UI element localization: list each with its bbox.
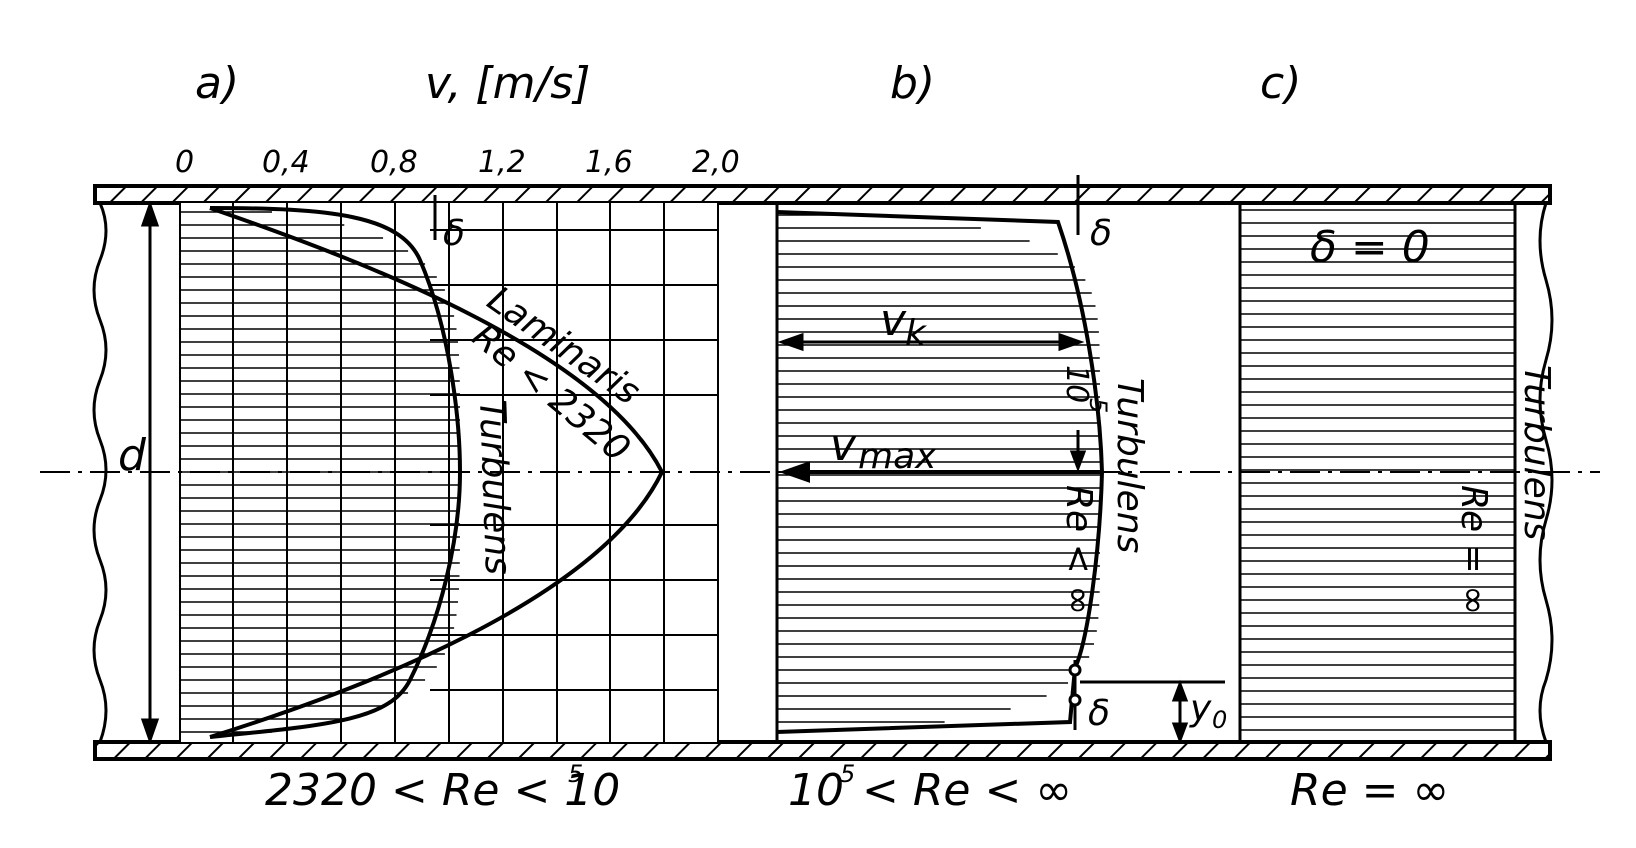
b-vertical-base: 10 [1059, 365, 1094, 403]
tick-0-8: 0,8 [370, 145, 418, 180]
panel-c-hatching [1240, 209, 1515, 731]
b-vertical-arrow [1069, 430, 1087, 473]
panel-b-reynolds-rest: < Re < ∞ [862, 765, 1072, 816]
delta-zero-label: δ = 0 [1310, 222, 1430, 273]
y0-label: y [1189, 688, 1212, 729]
delta-b-bottom-marker [1068, 660, 1082, 730]
vmax-label: v [830, 420, 857, 471]
vk-subscript: k [905, 313, 928, 354]
c-vertical-re-label: Re = ∞ [1453, 485, 1494, 615]
panel-c-reynolds-label: Re = ∞ [1290, 765, 1449, 816]
right-break-line [1538, 202, 1554, 743]
pipe-top-wall [93, 184, 1552, 205]
velocity-axis-label: v, [m/s] [425, 58, 590, 109]
panel-a-reynolds-exponent: 5 [568, 760, 583, 788]
panel-a-grid-horizontal [430, 229, 718, 691]
vmax-arrow [778, 461, 1102, 483]
tick-2-0: 2,0 [692, 145, 740, 180]
pipe-bottom-wall [93, 740, 1552, 761]
y0-dimension [1080, 679, 1225, 745]
panel-a-reynolds-label: 2320 < Re < 10 [265, 765, 620, 816]
b-vertical-exponent: 5 [1084, 398, 1112, 413]
delta-b-bottom-label: δ [1088, 693, 1110, 734]
vk-arrow [777, 332, 1085, 352]
diameter-label: d [118, 430, 147, 481]
panel-b-hatching [777, 214, 1100, 723]
panel-a-letter: a) [195, 58, 239, 109]
delta-b-top-label: δ [1090, 213, 1112, 254]
left-break-line [92, 202, 108, 743]
turbulent-a-label: Turbulens [471, 399, 518, 576]
re-inf-vertical-label: Re < ∞ [1058, 485, 1099, 615]
panel-b-reynolds-base: 10 [788, 765, 844, 816]
tick-0: 0 [175, 145, 194, 180]
delta-a-label: δ [443, 213, 465, 254]
panel-b-letter: b) [890, 58, 935, 109]
vk-label: v [880, 295, 907, 346]
tick-1-6: 1,6 [585, 145, 633, 180]
panel-b-reynolds-exponent: 5 [840, 760, 855, 788]
vmax-subscript: max [858, 436, 937, 477]
y0-subscript: 0 [1212, 706, 1227, 734]
panel-c-letter: c) [1260, 58, 1301, 109]
tick-1-2: 1,2 [478, 145, 526, 180]
tick-0-4: 0,4 [262, 145, 310, 180]
turbulent-b-label: Turbulens [1109, 378, 1150, 553]
turbulent-c-label: Turbulens [1516, 365, 1557, 540]
